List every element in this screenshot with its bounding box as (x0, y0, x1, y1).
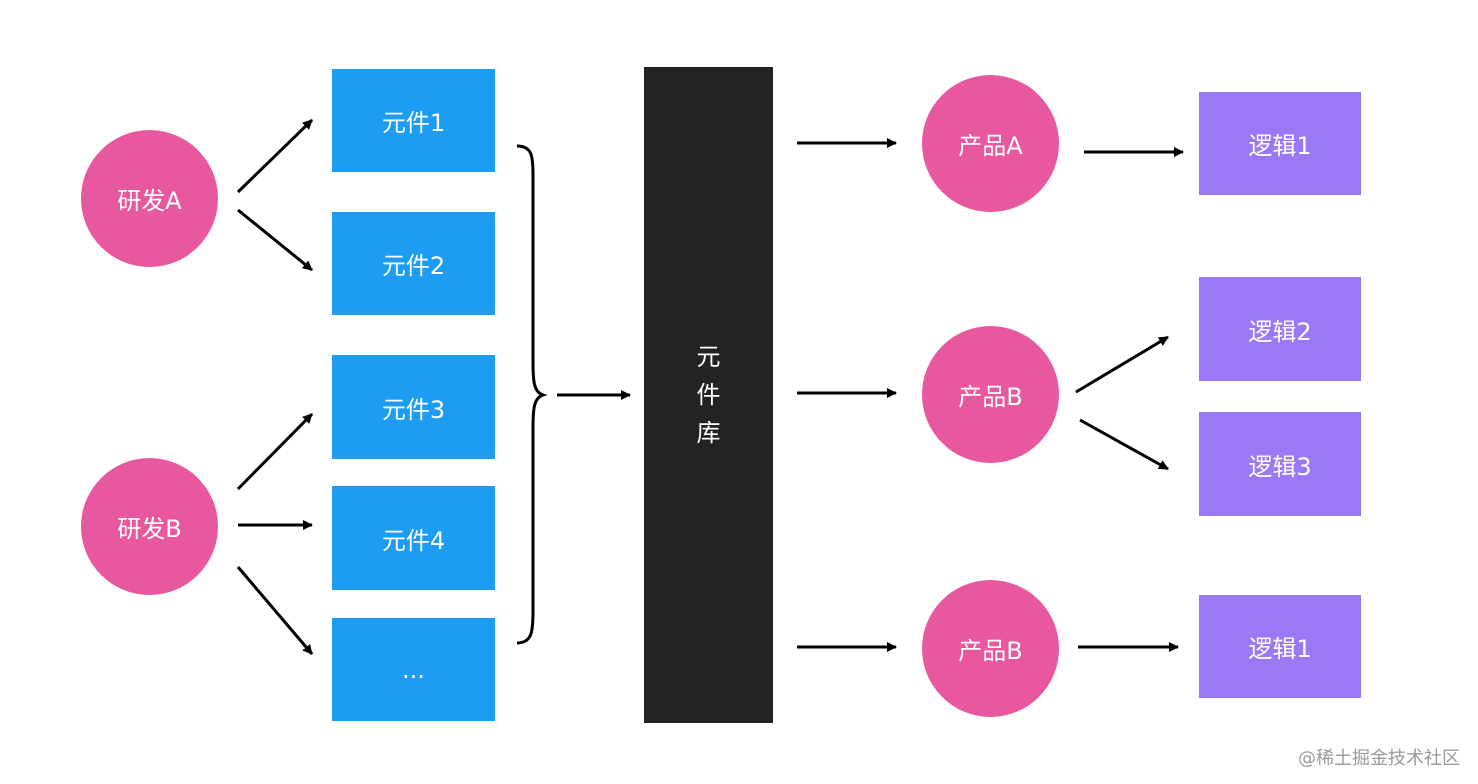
library-char-1: 元 (696, 343, 721, 371)
developer-b-node: 研发B (81, 458, 218, 595)
component-3-node: 元件3 (332, 355, 495, 459)
component-1-node: 元件1 (332, 69, 495, 172)
logic-1-label: 逻辑1 (1248, 132, 1312, 160)
logic-1-node: 逻辑1 (1199, 92, 1361, 195)
arrow-prodB1-logic3 (1079, 418, 1169, 471)
library-char-2: 件 (696, 381, 721, 409)
component-4-label: 元件4 (381, 526, 446, 555)
component-3-label: 元件3 (381, 395, 446, 424)
product-b-node-2: 产品B (922, 580, 1059, 717)
component-2-label: 元件2 (381, 252, 446, 280)
developer-b-label: 研发B (117, 515, 182, 543)
product-a-node: 产品A (922, 75, 1059, 212)
product-b-label-1: 产品B (958, 383, 1023, 411)
arrow-devA-comp1 (236, 118, 314, 194)
watermark: @稀土掘金技术社区 (1298, 748, 1460, 769)
product-b-label-2: 产品B (958, 637, 1023, 665)
arrow-devB-comp5 (236, 566, 314, 655)
logic-2-node: 逻辑2 (1199, 277, 1361, 381)
product-b-node-1: 产品B (922, 326, 1059, 463)
component-2-node: 元件2 (332, 212, 495, 315)
logic-3-label: 逻辑3 (1248, 452, 1312, 481)
component-library-node: 元 件 库 (644, 67, 773, 723)
developer-a-node: 研发A (81, 130, 218, 267)
brace (516, 144, 548, 645)
arrow-prodB1-logic2 (1075, 335, 1169, 394)
component-more-node: ... (332, 618, 495, 721)
component-4-node: 元件4 (332, 486, 495, 590)
library-char-3: 库 (696, 419, 721, 447)
logic-1b-node: 逻辑1 (1199, 595, 1361, 698)
component-1-label: 元件1 (381, 109, 446, 137)
arrow-devA-comp2 (237, 208, 313, 272)
product-a-label: 产品A (958, 132, 1023, 160)
logic-1b-label: 逻辑1 (1248, 635, 1312, 663)
logic-3-node: 逻辑3 (1199, 412, 1361, 516)
component-more-label: ... (402, 655, 425, 684)
developer-a-label: 研发A (117, 187, 182, 215)
arrow-devB-comp3 (236, 412, 314, 491)
logic-2-label: 逻辑2 (1248, 317, 1312, 346)
